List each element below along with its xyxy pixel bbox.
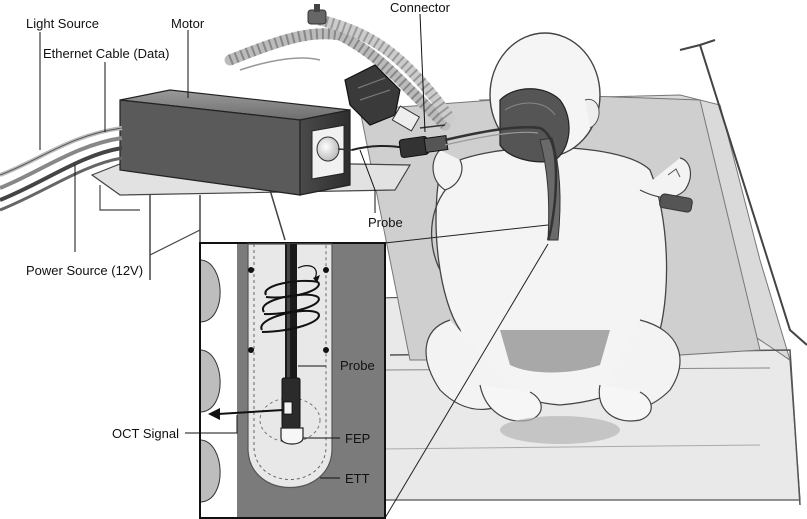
label-ett: ETT [345,471,370,486]
leader-lines [39,13,426,479]
face-mask [499,88,570,163]
ventilator-adapter [344,64,421,132]
label-probe-top: Probe [368,215,403,230]
label-fep: FEP [345,431,371,446]
cables [0,126,123,212]
label-motor: Motor [171,16,205,31]
ventilator-tubing [224,4,456,131]
inset-zoom-lines [384,224,549,519]
label-ethernet-cable: Ethernet Cable (Data) [43,46,170,61]
label-connector: Connector [390,0,450,15]
label-probe-inset: Probe [340,358,375,373]
label-oct-signal: OCT Signal [112,426,179,441]
inset-panel [199,242,386,519]
probe-cable [351,124,558,241]
fep-cap [280,427,304,445]
label-power-source: Power Source (12V) [26,263,144,278]
motor [119,89,353,196]
oct-signal-arrow [217,409,284,415]
label-light-source: Light Source [26,16,99,31]
rotation-spiral [260,279,320,333]
